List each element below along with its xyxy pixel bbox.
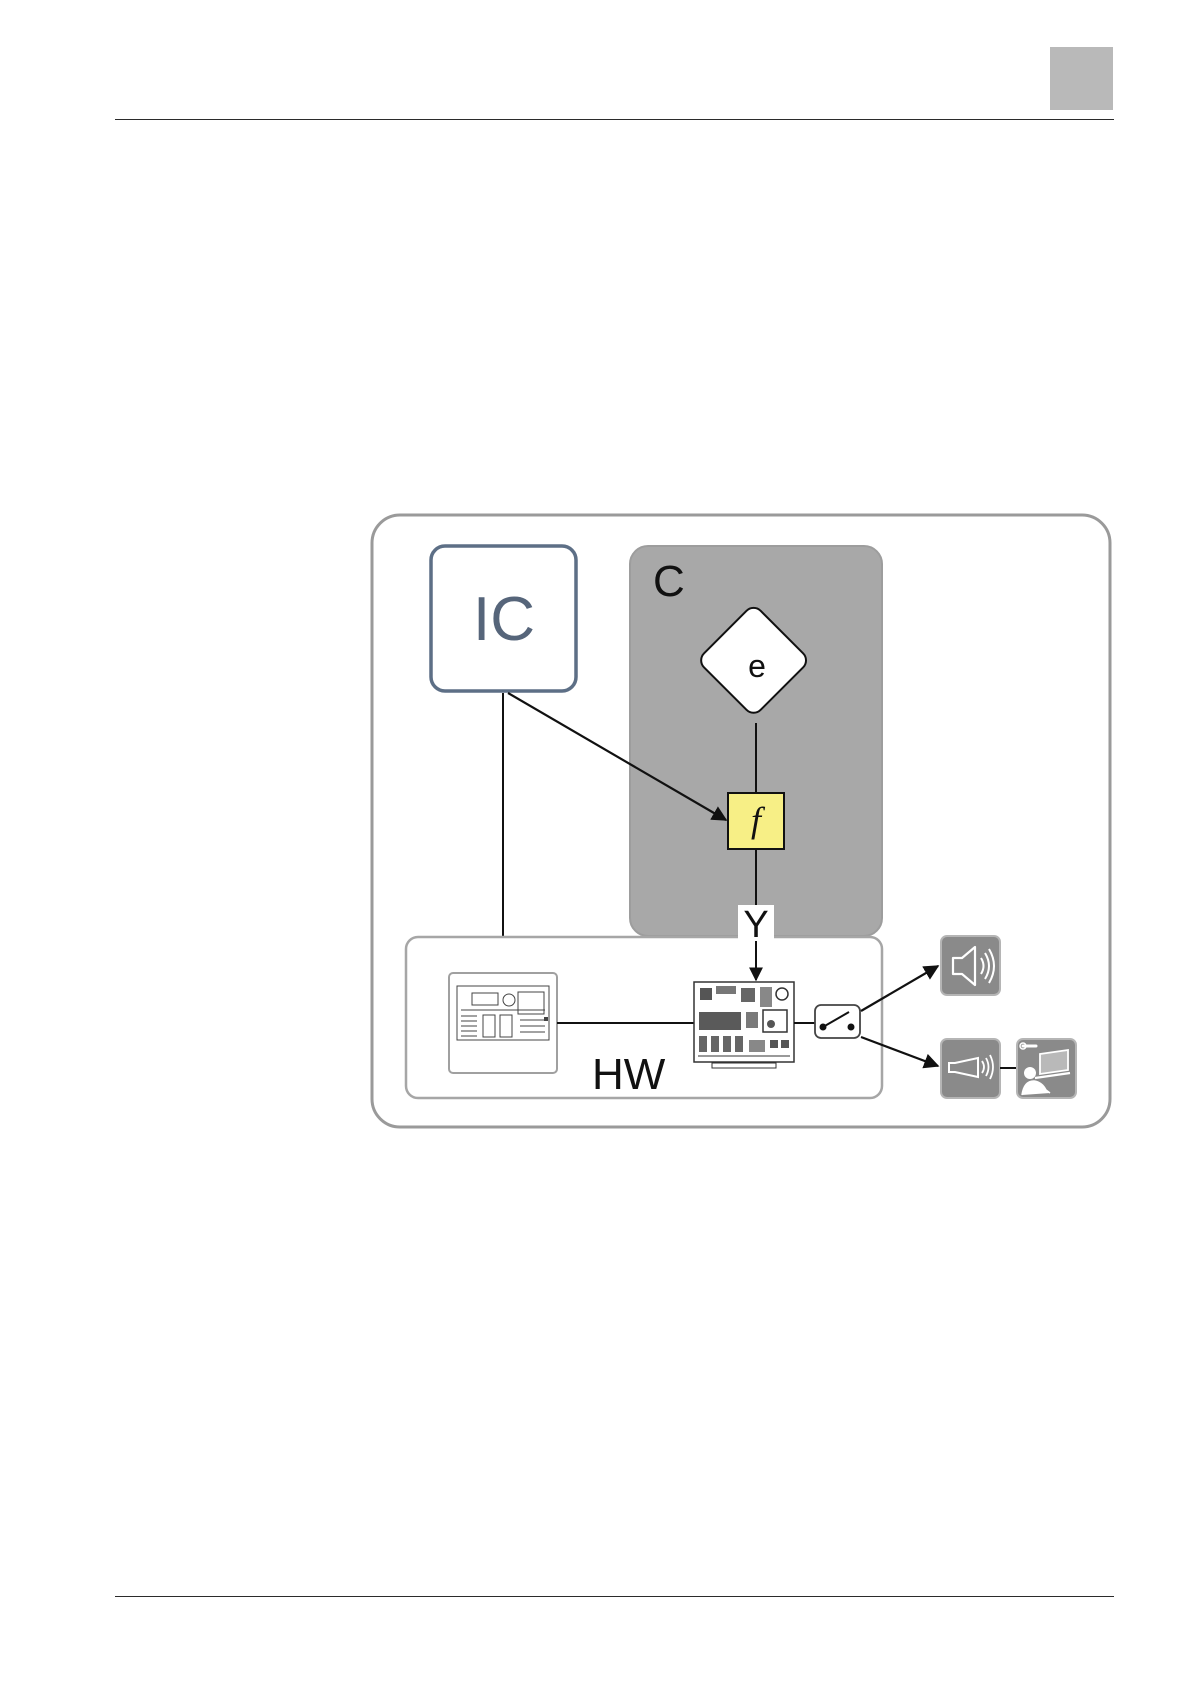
technician-laptop-icon xyxy=(1017,1039,1076,1098)
ic-label: IC xyxy=(473,585,535,654)
e-label: e xyxy=(748,648,766,684)
loudspeaker-icon xyxy=(941,936,1000,995)
horn-icon xyxy=(941,1039,1000,1098)
hw-label: HW xyxy=(592,1050,666,1099)
switch-icon xyxy=(815,1005,860,1038)
y-label: Y xyxy=(743,904,768,946)
c-region-label: C xyxy=(653,557,685,606)
control-panel-icon xyxy=(449,973,557,1073)
circuit-board-icon xyxy=(694,982,794,1068)
